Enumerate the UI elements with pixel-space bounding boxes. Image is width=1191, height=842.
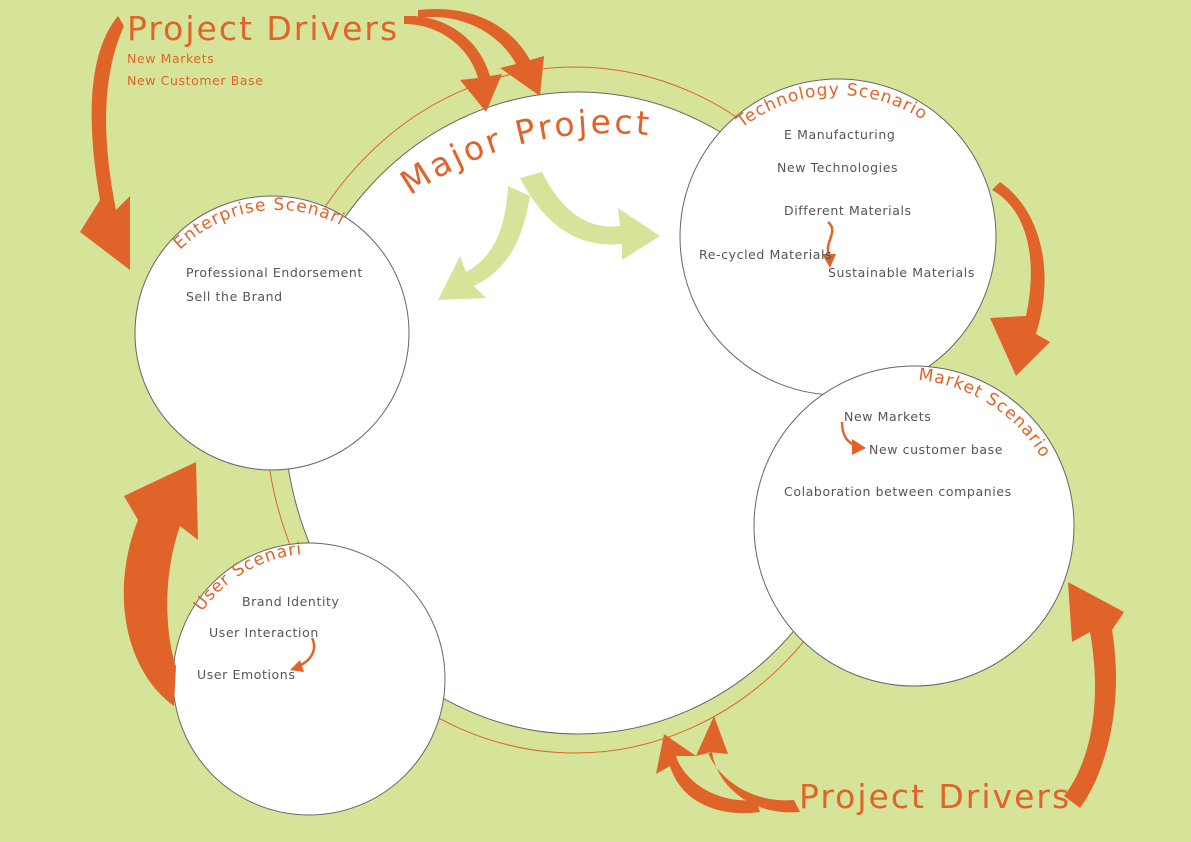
major-to-technology-arrow <box>520 172 660 260</box>
user-to-enterprise-arrow <box>123 462 198 706</box>
materials-arrowhead <box>822 254 836 268</box>
technology-item: Re-cycled Materials <box>699 247 832 262</box>
technology-item: Sustainable Materials <box>828 265 975 280</box>
market-item: Colaboration between companies <box>784 484 1012 499</box>
technology-item: New Technologies <box>777 160 898 175</box>
user-item: User Interaction <box>209 625 319 640</box>
market-item: New customer base <box>869 442 1003 457</box>
driver-arrow-top-2 <box>418 8 544 96</box>
technology-to-market-arrow <box>990 182 1050 376</box>
enterprise-item: Sell the Brand <box>186 289 283 304</box>
top-driver-item: New Markets <box>127 51 214 66</box>
technology-item: Different Materials <box>784 203 912 218</box>
materials-arrow <box>826 221 834 257</box>
user-item: Brand Identity <box>242 594 340 609</box>
enterprise-item: Professional Endorsement <box>186 265 363 280</box>
driver-arrow-bottom-1 <box>696 716 800 813</box>
major-to-enterprise-arrow <box>438 186 530 300</box>
technology-item: E Manufacturing <box>784 127 895 142</box>
driver-arrow-top-left <box>80 16 130 270</box>
top-drivers-title: Project Drivers <box>127 9 399 48</box>
user-items-arrowhead <box>290 660 304 672</box>
driver-arrow-top-1 <box>404 15 502 112</box>
driver-arrow-bottom-right <box>1064 582 1124 808</box>
market-scenario-circle <box>753 365 1075 687</box>
bottom-drivers-title: Project Drivers <box>799 777 1071 816</box>
enterprise-scenario-circle <box>134 195 410 471</box>
market-items-arrowhead <box>852 439 866 455</box>
driver-arrow-bottom-2 <box>656 734 760 814</box>
top-driver-item: New Customer Base <box>127 73 264 88</box>
user-item: User Emotions <box>197 667 295 682</box>
market-item: New Markets <box>844 409 931 424</box>
